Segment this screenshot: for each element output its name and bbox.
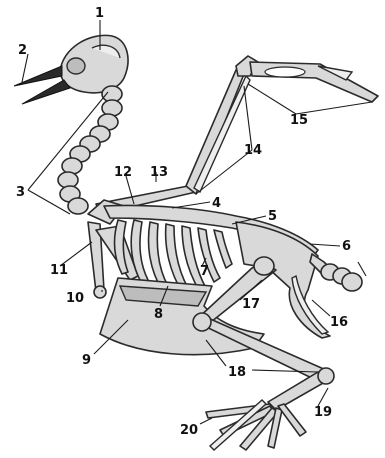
- skull: [60, 35, 128, 92]
- label-5: 5: [268, 209, 277, 224]
- label-12: 12: [114, 165, 132, 180]
- label-2: 2: [18, 43, 27, 58]
- label-7: 7: [200, 264, 209, 279]
- label-8: 8: [154, 307, 163, 322]
- label-4: 4: [212, 196, 221, 211]
- label-14: 14: [244, 143, 262, 158]
- beak: [14, 66, 70, 104]
- label-13: 13: [150, 165, 168, 180]
- wing: [96, 56, 378, 214]
- label-3: 3: [16, 185, 25, 200]
- label-9: 9: [82, 353, 91, 368]
- label-18: 18: [228, 365, 246, 380]
- label-1: 1: [95, 6, 104, 21]
- label-20: 20: [180, 423, 198, 438]
- label-19: 19: [314, 405, 332, 420]
- label-16: 16: [330, 315, 348, 330]
- label-15: 15: [290, 113, 308, 128]
- label-11: 11: [50, 263, 68, 278]
- tail: [310, 254, 362, 291]
- label-17: 17: [242, 297, 260, 312]
- foot: [206, 400, 306, 450]
- label-6: 6: [342, 239, 351, 254]
- cervical-vertebrae: [58, 86, 122, 214]
- label-10: 10: [66, 291, 84, 306]
